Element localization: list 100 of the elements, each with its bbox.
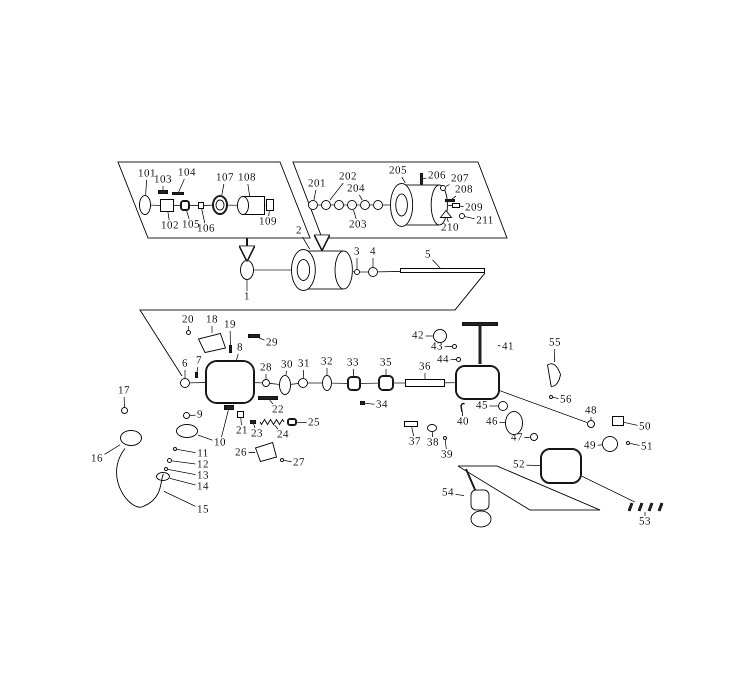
- washer: [368, 267, 378, 277]
- leader-line: [364, 402, 375, 405]
- leader-line: [145, 180, 148, 196]
- washer: [373, 200, 383, 210]
- leader-line: [168, 212, 170, 220]
- washer: [280, 458, 284, 462]
- callout-number: 204: [347, 184, 365, 194]
- center-line: [308, 382, 322, 384]
- pin-part: [258, 396, 278, 400]
- callout-number: 2: [296, 226, 302, 236]
- leader-line: [444, 346, 452, 348]
- leader-line: [460, 206, 464, 207]
- disc-part: [279, 375, 291, 395]
- leader-line: [455, 494, 464, 496]
- pin-part: [445, 199, 455, 202]
- callout-number: 17: [118, 386, 130, 396]
- callout-number: 42: [412, 330, 424, 342]
- leader-line: [201, 208, 206, 224]
- callout-number: 26: [235, 448, 247, 458]
- callout-number: 21: [236, 426, 248, 436]
- center-line: [332, 382, 348, 384]
- callout-number: 8: [237, 342, 243, 354]
- leader-line: [498, 345, 501, 346]
- leader-line: [164, 491, 196, 507]
- leader-line: [248, 452, 256, 454]
- leader-line: [464, 216, 475, 220]
- pin-part: [237, 411, 244, 418]
- leader-line: [230, 330, 231, 346]
- washer: [587, 420, 595, 428]
- pin-part: [158, 190, 168, 194]
- callout-number: 19: [224, 320, 236, 330]
- spring-part: [260, 419, 284, 425]
- callout-number: 46: [486, 416, 498, 428]
- callout-number: 35: [380, 358, 392, 368]
- leader-line: [198, 434, 213, 441]
- leader-line: [172, 460, 196, 464]
- callout-number: 18: [206, 314, 218, 326]
- callout-number: 1: [244, 292, 250, 302]
- callout-number: 208: [455, 184, 473, 196]
- leader-line: [401, 176, 406, 184]
- leader-line: [274, 424, 278, 430]
- callout-number: 102: [161, 220, 179, 232]
- leader-line: [644, 512, 646, 516]
- washer: [334, 200, 344, 210]
- disc-part: [427, 424, 437, 432]
- callout-number: 210: [441, 222, 459, 234]
- center-line: [150, 204, 160, 206]
- leader-line: [524, 436, 530, 438]
- callout-number: 15: [197, 504, 209, 516]
- leader-line: [269, 400, 274, 404]
- callout-number: 104: [178, 168, 196, 178]
- leader-line: [446, 184, 450, 187]
- center-line: [270, 383, 280, 385]
- callout-number: 108: [238, 172, 256, 184]
- bushing-part: [180, 200, 190, 211]
- callout-number: 14: [197, 482, 209, 492]
- leader-line: [186, 210, 190, 220]
- pin-part: [160, 199, 174, 212]
- leader-line: [178, 178, 185, 192]
- callout-number: 205: [389, 166, 407, 176]
- clip-part: [440, 210, 452, 218]
- callout-number: 109: [259, 216, 277, 228]
- callout-number: 34: [376, 400, 388, 410]
- callout-number: 25: [308, 418, 320, 428]
- leader-line: [526, 464, 540, 466]
- callout-number: 45: [476, 400, 488, 412]
- washer: [121, 407, 128, 414]
- callout-number: 203: [349, 220, 367, 230]
- disc-part: [505, 411, 523, 435]
- callout-number: 7: [196, 356, 202, 366]
- callout-number: 44: [437, 354, 449, 366]
- washer: [173, 447, 177, 451]
- center-line: [290, 383, 298, 385]
- callout-number: 41: [502, 342, 514, 352]
- leader-line: [190, 414, 196, 416]
- callout-number: 4: [370, 246, 376, 258]
- pin-part: [224, 405, 234, 410]
- callout-number: 207: [451, 174, 469, 184]
- handle-drawing: [464, 468, 492, 528]
- cover-plate: [198, 333, 226, 353]
- callout-number: 54: [442, 488, 454, 498]
- leader-line: [286, 370, 287, 376]
- leader-line: [597, 444, 602, 446]
- leader-line: [246, 280, 248, 292]
- washer: [530, 433, 538, 441]
- washer: [456, 357, 461, 362]
- leader-line: [162, 186, 164, 190]
- callout-number: 5: [425, 250, 431, 260]
- leader-line: [432, 259, 441, 268]
- callout-number: 107: [216, 172, 234, 184]
- cover-part: [547, 362, 561, 387]
- washer: [262, 379, 270, 387]
- cover-plate: [255, 442, 277, 462]
- callout-number: 24: [277, 430, 289, 440]
- callout-number: 48: [585, 406, 597, 416]
- center-line: [190, 205, 198, 206]
- center-line: [344, 204, 348, 206]
- bushing-part: [540, 448, 582, 484]
- callout-number: 49: [584, 440, 596, 452]
- washer: [183, 412, 190, 419]
